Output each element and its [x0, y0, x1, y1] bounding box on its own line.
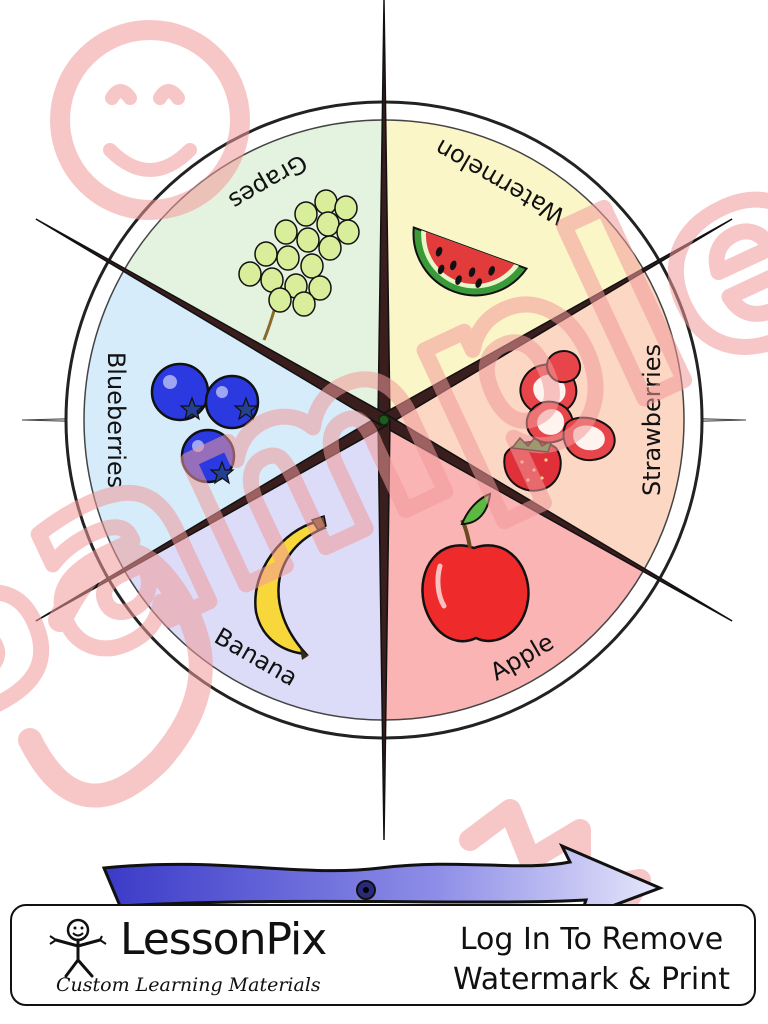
notice-line-2: Watermark & Print	[453, 962, 730, 997]
watermark-notice[interactable]: Log In To Remove Watermark & Print	[453, 920, 730, 1000]
lessonpix-logo-title: LessonPix	[120, 914, 327, 965]
section-dividers	[35, 0, 733, 841]
banana-icon	[254, 515, 327, 660]
strawberries-icon	[503, 350, 616, 492]
watermelon-icon	[412, 226, 529, 297]
footer-banner: LessonPix Custom Learning Materials Log …	[10, 904, 756, 1006]
apple-icon	[421, 492, 530, 643]
section-label-blueberries: Blueberries	[102, 352, 130, 488]
grapes-icon	[238, 189, 360, 341]
section-label-strawberries: Strawberries	[638, 344, 666, 496]
blueberries-icon	[150, 362, 260, 485]
notice-line-1: Log In To Remove	[459, 922, 724, 957]
spinner-center-hub	[378, 414, 390, 426]
stick-figure-logo-icon	[49, 918, 107, 978]
lessonpix-tagline: Custom Learning Materials	[56, 974, 321, 996]
spinner-arrow[interactable]	[101, 843, 665, 921]
